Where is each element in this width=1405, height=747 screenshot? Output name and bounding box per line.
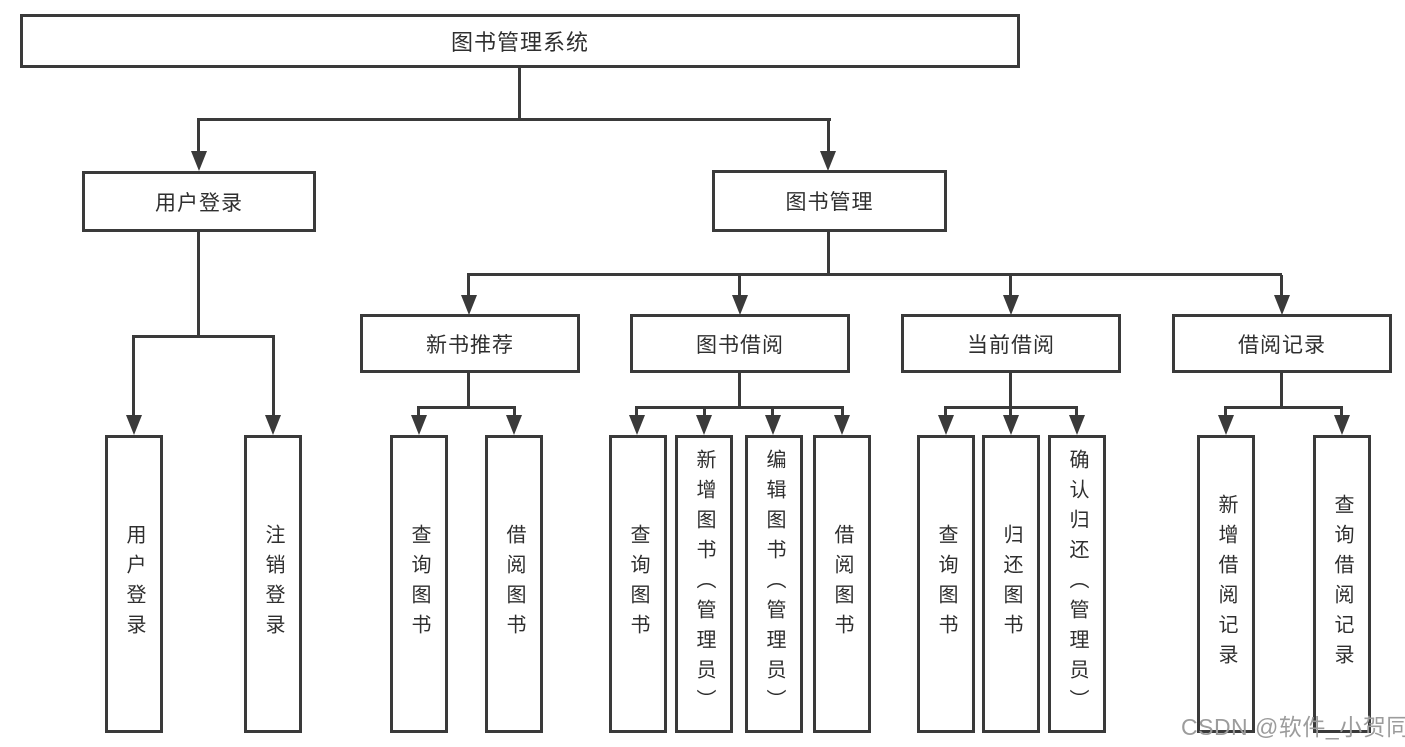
- connector-line: [513, 408, 516, 418]
- arrow-down-icon: [696, 415, 712, 435]
- connector-line: [827, 120, 830, 153]
- node-label: 新增图书（管理员）: [693, 449, 715, 719]
- connector-line: [1009, 275, 1012, 297]
- node-label: 确认归还（管理员）: [1066, 449, 1088, 719]
- node-user-login-leaf: 用户登录: [105, 435, 163, 733]
- node-borrow-records: 借阅记录: [1172, 314, 1392, 373]
- node-label: 查询图书: [627, 524, 649, 644]
- arrow-down-icon: [834, 415, 850, 435]
- arrow-down-icon: [1069, 415, 1085, 435]
- arrow-down-icon: [411, 415, 427, 435]
- connector-line: [197, 118, 831, 121]
- arrow-down-icon: [765, 415, 781, 435]
- node-label: 当前借阅: [967, 333, 1055, 357]
- node-logout: 注销登录: [244, 435, 302, 733]
- node-label: 图书管理系统: [450, 30, 589, 55]
- connector-line: [944, 406, 1078, 409]
- node-label: 用户登录: [123, 524, 145, 644]
- connector-line: [738, 373, 741, 408]
- connector-line: [1280, 373, 1283, 408]
- node-query-books: 查询图书: [609, 435, 667, 733]
- connector-line: [738, 275, 741, 297]
- node-label: 用户登录: [155, 191, 243, 215]
- connector-line: [467, 273, 1282, 276]
- arrow-down-icon: [265, 415, 281, 435]
- node-return-books: 归还图书: [982, 435, 1040, 733]
- node-library-management-system: 图书管理系统: [20, 14, 1020, 68]
- node-label: 借阅图书: [503, 524, 525, 644]
- node-label: 新书推荐: [426, 333, 514, 357]
- connector-line: [467, 373, 470, 408]
- connector-line: [132, 335, 275, 338]
- connector-line: [518, 68, 521, 120]
- arrow-down-icon: [191, 151, 207, 171]
- node-book-management: 图书管理: [712, 170, 947, 232]
- connector-line: [1075, 408, 1078, 418]
- connector-line: [1340, 408, 1343, 418]
- node-edit-books-admin: 编辑图书（管理员）: [745, 435, 803, 733]
- arrow-down-icon: [1334, 415, 1350, 435]
- arrow-down-icon: [820, 151, 836, 171]
- node-label: 注销登录: [262, 524, 284, 644]
- node-label: 查询借阅记录: [1331, 494, 1353, 674]
- node-label: 编辑图书（管理员）: [763, 449, 785, 719]
- node-confirm-return-admin: 确认归还（管理员）: [1048, 435, 1106, 733]
- connector-line: [1224, 406, 1343, 409]
- node-label: 图书借阅: [696, 333, 784, 357]
- node-add-books-admin: 新增图书（管理员）: [675, 435, 733, 733]
- connector-line: [827, 232, 830, 275]
- arrow-down-icon: [126, 415, 142, 435]
- node-label: 借阅图书: [831, 524, 853, 644]
- connector-line: [635, 406, 844, 409]
- connector-line: [417, 408, 420, 418]
- connector-line: [1224, 408, 1227, 418]
- connector-line: [841, 408, 844, 418]
- arrow-down-icon: [938, 415, 954, 435]
- node-query-borrow-record: 查询借阅记录: [1313, 435, 1371, 733]
- connector-line: [944, 408, 947, 418]
- node-query-books: 查询图书: [917, 435, 975, 733]
- connector-line: [771, 408, 774, 418]
- node-label: 新增借阅记录: [1215, 494, 1237, 674]
- node-label: 查询图书: [408, 524, 430, 644]
- arrow-down-icon: [1274, 295, 1290, 315]
- node-label: 归还图书: [1000, 524, 1022, 644]
- node-book-borrowing: 图书借阅: [630, 314, 850, 373]
- arrow-down-icon: [732, 295, 748, 315]
- connector-line: [703, 408, 706, 418]
- node-borrow-books: 借阅图书: [485, 435, 543, 733]
- node-add-borrow-record: 新增借阅记录: [1197, 435, 1255, 733]
- node-label: 查询图书: [935, 524, 957, 644]
- connector-line: [1009, 373, 1012, 408]
- connector-line: [197, 120, 200, 153]
- node-new-book-recommend: 新书推荐: [360, 314, 580, 373]
- arrow-down-icon: [1003, 295, 1019, 315]
- arrow-down-icon: [629, 415, 645, 435]
- connector-line: [467, 275, 470, 297]
- connector-line: [1280, 275, 1283, 297]
- node-query-books: 查询图书: [390, 435, 448, 733]
- arrow-down-icon: [461, 295, 477, 315]
- node-current-borrowing: 当前借阅: [901, 314, 1121, 373]
- connector-line: [635, 408, 638, 418]
- csdn-watermark: CSDN @软件_小贺同学: [1181, 714, 1405, 740]
- arrow-down-icon: [506, 415, 522, 435]
- node-label: 借阅记录: [1238, 333, 1326, 357]
- connector-line: [197, 232, 200, 337]
- node-label: 图书管理: [785, 191, 874, 214]
- connector-line: [132, 337, 135, 417]
- node-user-login: 用户登录: [82, 171, 316, 232]
- connector-line: [417, 406, 516, 409]
- connector-line: [1009, 408, 1012, 418]
- connector-line: [272, 337, 275, 417]
- node-borrow-books: 借阅图书: [813, 435, 871, 733]
- arrow-down-icon: [1003, 415, 1019, 435]
- arrow-down-icon: [1218, 415, 1234, 435]
